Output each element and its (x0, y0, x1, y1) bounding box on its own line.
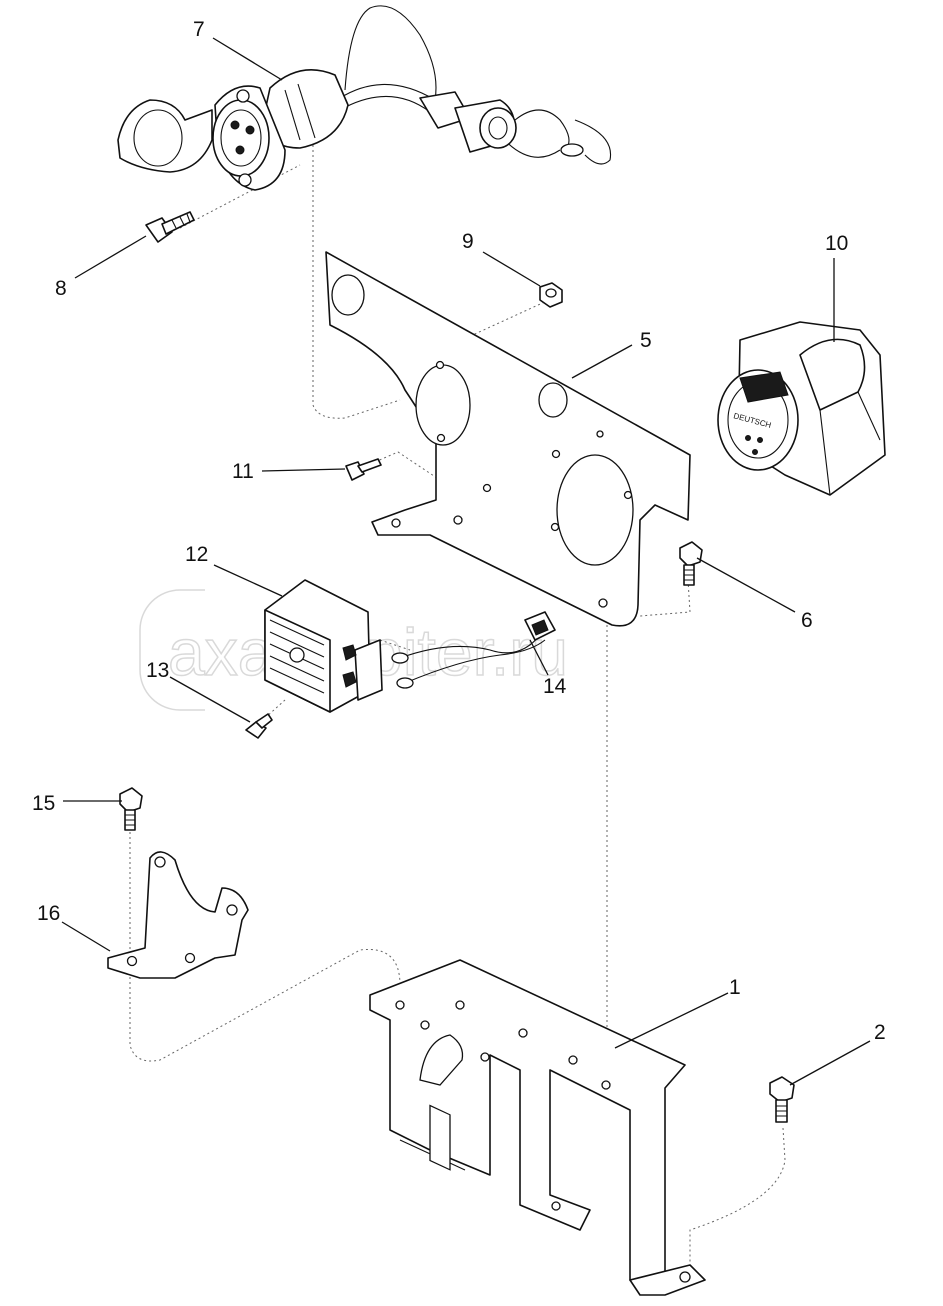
callout-6: 6 (801, 609, 813, 632)
callout-5: 5 (640, 329, 652, 352)
part-9-nut (539, 282, 563, 308)
leader-7 (212, 37, 283, 81)
callout-8: 8 (55, 277, 67, 300)
part-16-bolt (119, 787, 143, 831)
part-2-bolt (769, 1076, 795, 1123)
part-5-mounting-plate (325, 251, 691, 627)
callout-2: 2 (874, 1021, 886, 1044)
part-13-screw (245, 713, 273, 739)
callout-14: 14 (543, 675, 567, 698)
leader-lines (61, 37, 871, 1086)
callout-13: 13 (146, 659, 169, 682)
callout-1: 1 (729, 976, 741, 999)
leader-14 (529, 639, 549, 676)
part-1-main-bracket (369, 959, 706, 1296)
callouts: 7 8 9 10 5 11 6 12 13 14 15 16 1 2 (32, 18, 886, 1044)
part-8-bolt (145, 211, 195, 243)
assembly-lines (129, 145, 786, 1265)
part-6-bolt (679, 541, 703, 586)
leader-15 (61, 921, 111, 952)
leader-1 (614, 992, 729, 1049)
leader-12 (213, 564, 283, 597)
part-12-backup-alarm (264, 579, 383, 713)
part-15-small-bracket (107, 851, 249, 979)
part-11-screw (345, 458, 382, 481)
leader-6 (696, 557, 796, 613)
callout-10: 10 (825, 232, 848, 255)
leader-2 (789, 1040, 871, 1086)
leader-11 (261, 468, 346, 472)
callout-7: 7 (193, 18, 205, 41)
callout-12: 12 (185, 543, 208, 566)
callout-11: 11 (232, 460, 254, 483)
leader-9 (482, 251, 541, 287)
part-7-trailer-socket (117, 5, 612, 191)
callout-9: 9 (462, 230, 474, 253)
callout-16: 15 (32, 792, 55, 815)
leader-5 (571, 344, 633, 379)
leader-8 (74, 235, 147, 279)
callout-15: 16 (37, 902, 60, 925)
leader-13 (169, 676, 251, 723)
part-10-connector-housing: DEUTSCH (717, 321, 886, 496)
